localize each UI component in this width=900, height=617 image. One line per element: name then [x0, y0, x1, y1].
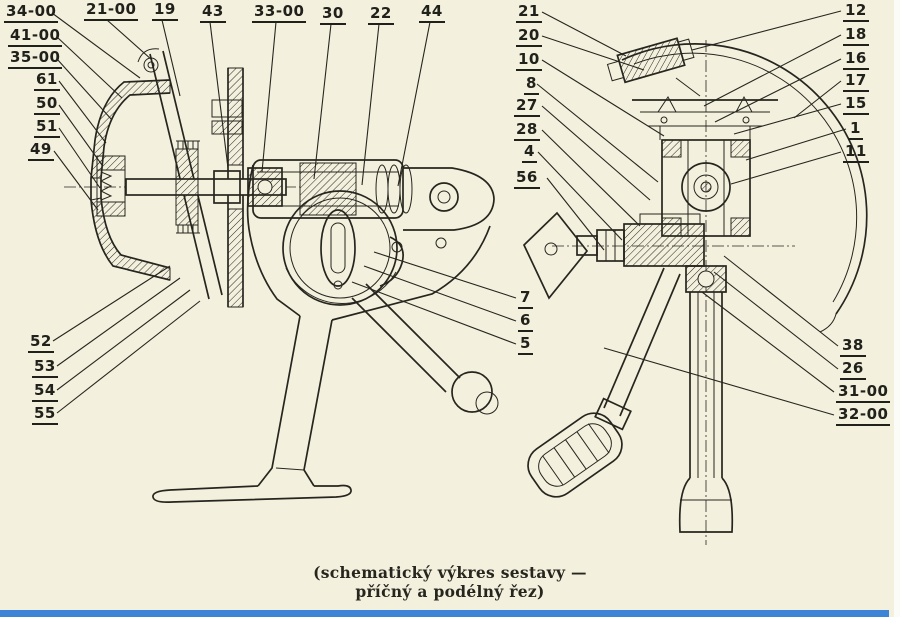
leader-line-34-00	[51, 12, 141, 79]
part-label-53: 53	[32, 358, 58, 378]
leader-line-17	[793, 80, 842, 119]
part-label-55: 55	[32, 405, 58, 425]
part-label-10: 10	[516, 51, 542, 71]
leader-line-18	[703, 34, 842, 107]
leader-line-30	[313, 23, 332, 180]
part-label-12: 12	[843, 2, 869, 22]
leader-line-4	[537, 151, 623, 241]
leader-line-56	[546, 177, 605, 251]
part-label-22: 22	[368, 5, 394, 25]
part-label-44: 44	[419, 3, 445, 23]
leader-line-20	[541, 35, 645, 71]
leader-line-8	[536, 83, 659, 183]
leader-line-52	[52, 265, 171, 342]
part-label-34-00: 34-00	[4, 3, 59, 23]
leader-line-22	[361, 23, 380, 186]
leader-line-6	[363, 265, 517, 322]
left-assembly-cross-section	[64, 48, 300, 308]
part-label-21-00: 21-00	[84, 1, 139, 21]
leader-line-32-00	[603, 347, 835, 416]
leader-line-31-00	[701, 291, 835, 393]
part-label-6: 6	[518, 312, 533, 332]
leader-line-10	[541, 59, 665, 137]
leader-line-33-00	[261, 21, 277, 173]
leader-line-1	[745, 128, 847, 161]
part-label-16: 16	[843, 50, 869, 70]
middle-assembly-body	[152, 159, 499, 503]
leader-line-11	[730, 151, 842, 185]
leader-line-27	[541, 105, 651, 201]
leader-line-12	[691, 10, 842, 51]
leader-line-19	[161, 19, 181, 97]
part-label-15: 15	[843, 95, 869, 115]
part-label-1: 1	[848, 120, 863, 140]
leader-line-43	[209, 21, 229, 169]
part-label-50: 50	[34, 95, 60, 115]
part-label-26: 26	[840, 360, 866, 380]
leader-line-15	[733, 103, 842, 135]
scan-edge	[894, 0, 900, 617]
part-label-38: 38	[840, 337, 866, 357]
part-label-18: 18	[843, 26, 869, 46]
part-label-21: 21	[516, 3, 542, 23]
part-label-27: 27	[514, 97, 540, 117]
part-label-56: 56	[514, 169, 540, 189]
caption: (schematický výkres sestavy — příčný a p…	[0, 563, 900, 601]
part-label-11: 11	[843, 143, 869, 163]
leader-line-26	[713, 271, 839, 370]
part-label-51: 51	[34, 118, 60, 138]
part-label-49: 49	[28, 141, 54, 161]
leader-line-55	[56, 300, 201, 414]
leader-line-7	[373, 251, 517, 299]
part-label-20: 20	[516, 27, 542, 47]
part-label-19: 19	[152, 1, 178, 21]
part-label-32-00: 32-00	[836, 406, 891, 426]
part-label-54: 54	[32, 382, 58, 402]
part-label-30: 30	[320, 5, 346, 25]
part-label-33-00: 33-00	[252, 3, 307, 23]
part-label-52: 52	[28, 333, 54, 353]
right-assembly-longitudinal-section	[522, 37, 868, 545]
leader-lines	[51, 10, 847, 416]
leader-line-51	[58, 127, 101, 189]
page-edge-bar	[0, 610, 889, 617]
part-label-28: 28	[514, 121, 540, 141]
caption-line-2: příčný a podélný řez)	[355, 582, 545, 601]
leader-line-50	[58, 104, 103, 166]
leader-line-21	[541, 11, 627, 57]
leader-line-44	[397, 21, 431, 187]
part-label-35-00: 35-00	[8, 49, 63, 69]
part-label-8: 8	[524, 75, 539, 95]
leader-line-38	[723, 255, 839, 347]
leader-line-53	[56, 277, 181, 367]
leader-line-28	[541, 129, 641, 227]
part-label-61: 61	[34, 71, 60, 91]
leader-line-54	[56, 289, 191, 391]
part-label-17: 17	[843, 72, 869, 92]
leader-line-35-00	[56, 58, 113, 121]
leader-line-49	[53, 150, 99, 211]
leader-line-41-00	[56, 36, 123, 99]
leader-line-16	[714, 58, 842, 123]
leader-line-61	[58, 80, 107, 144]
part-label-43: 43	[200, 3, 226, 23]
part-label-7: 7	[518, 289, 533, 309]
part-label-5: 5	[518, 335, 533, 355]
leader-line-5	[351, 281, 517, 345]
part-label-41-00: 41-00	[8, 27, 63, 47]
caption-line-1: (schematický výkres sestavy —	[313, 563, 587, 582]
leader-line-21-00	[106, 19, 153, 61]
part-label-31-00: 31-00	[836, 383, 891, 403]
part-label-4: 4	[522, 143, 537, 163]
